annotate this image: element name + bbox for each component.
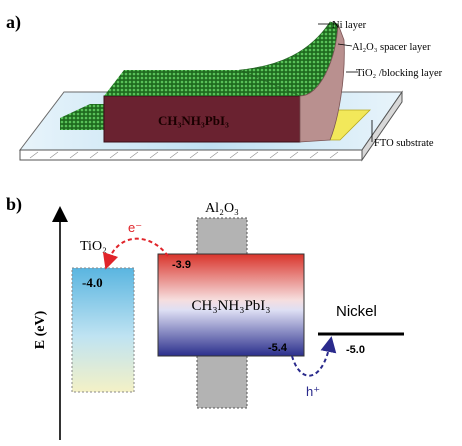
tio2-label: TiO₂ bbox=[80, 239, 107, 254]
panel-b-label: b) bbox=[6, 194, 22, 215]
fto-substrate-side bbox=[361, 90, 403, 162]
perovskite-label-a: CH₃NH₃PbI₃ bbox=[158, 113, 229, 128]
fto-hatching bbox=[29, 151, 339, 159]
perovskite-cb-level: -3.9 bbox=[172, 259, 191, 271]
electron-symbol: e⁻ bbox=[128, 220, 142, 235]
panel-a-label: a) bbox=[6, 12, 21, 33]
energy-axis-label: E (eV) bbox=[33, 310, 48, 349]
tio2-blocking-label: TiO₂ /blocking layer bbox=[356, 68, 443, 79]
fto-substrate-front bbox=[19, 149, 363, 161]
hole-transfer-arrow bbox=[291, 336, 337, 377]
perovskite-block-top bbox=[104, 70, 300, 96]
hole-symbol: h⁺ bbox=[306, 384, 320, 399]
green-step-front bbox=[60, 118, 104, 130]
tio2-level: -4.0 bbox=[82, 275, 103, 290]
nickel-label: Nickel bbox=[336, 303, 377, 320]
al2o3-spacer-curve bbox=[299, 23, 345, 143]
leader-lines bbox=[318, 23, 373, 142]
tio2-bar bbox=[71, 267, 135, 393]
al2o3-spacer-label: Al₂O₃ spacer layer bbox=[352, 42, 431, 53]
perovskite-bar bbox=[157, 253, 305, 357]
ni-layer-label: Ni layer bbox=[332, 20, 367, 31]
al2o3-label: Al₂O₃ bbox=[205, 201, 239, 216]
perovskite-vb-level: -5.4 bbox=[268, 342, 288, 354]
electron-transfer-arrow bbox=[102, 237, 169, 270]
fto-substrate-label: FTO substrate bbox=[374, 138, 434, 149]
nickel-level: -5.0 bbox=[346, 344, 365, 356]
perovskite-label-b: CH₃NH₃PbI₃ bbox=[191, 298, 270, 314]
